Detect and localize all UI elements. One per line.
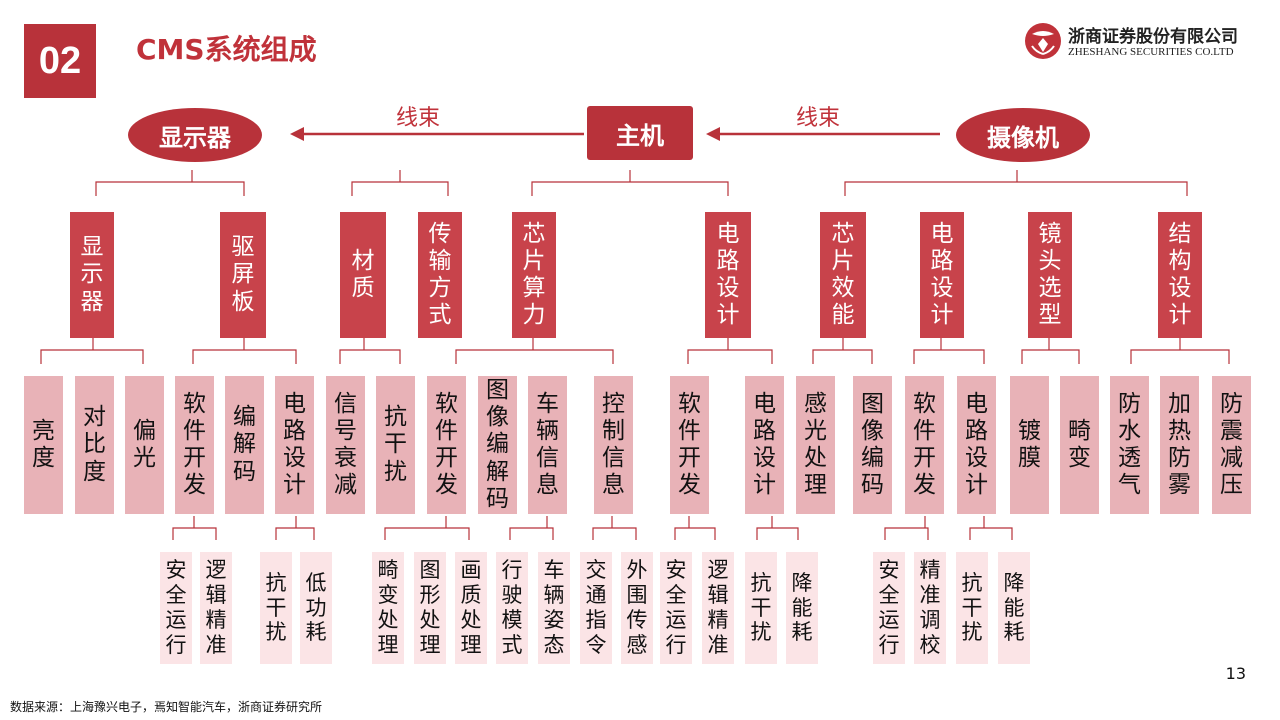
company-logo: 浙商证券股份有限公司 ZHESHANG SECURITIES CO.LTD <box>1024 20 1254 64</box>
display-node: 显示器 <box>128 108 262 162</box>
level2-box: 抗干扰 <box>376 376 415 514</box>
level3-box: 畸变处理 <box>372 552 404 664</box>
level1-box: 芯片算力 <box>512 212 556 338</box>
level2-box: 防震减压 <box>1212 376 1251 514</box>
level3-box: 车辆姿态 <box>538 552 570 664</box>
level2-box: 车辆信息 <box>528 376 567 514</box>
level1-box: 电路设计 <box>920 212 964 338</box>
level3-box: 外围传感 <box>621 552 653 664</box>
level3-box: 图形处理 <box>414 552 446 664</box>
level3-box: 低功耗 <box>300 552 332 664</box>
level1-box: 传输方式 <box>418 212 462 338</box>
level2-box: 图像编解码 <box>478 376 517 514</box>
level2-box: 软件开发 <box>670 376 709 514</box>
level2-box: 控制信息 <box>594 376 633 514</box>
level2-box: 图像编码 <box>853 376 892 514</box>
level1-box: 芯片效能 <box>820 212 866 338</box>
level2-box: 亮度 <box>24 376 63 514</box>
level3-box: 逻辑精准 <box>702 552 734 664</box>
level3-box: 降能耗 <box>786 552 818 664</box>
level2-box: 镀膜 <box>1010 376 1049 514</box>
level3-box: 抗干扰 <box>260 552 292 664</box>
level3-box: 交通指令 <box>580 552 612 664</box>
level3-box: 行驶模式 <box>496 552 528 664</box>
level2-box: 加热防雾 <box>1160 376 1199 514</box>
level2-box: 电路设计 <box>275 376 314 514</box>
logo-emblem-icon <box>1025 23 1061 59</box>
level2-box: 编解码 <box>225 376 264 514</box>
level1-box: 驱屏板 <box>220 212 266 338</box>
level3-box: 安全运行 <box>160 552 192 664</box>
host-node: 主机 <box>587 106 693 160</box>
data-source-note: 数据来源：上海豫兴电子，焉知智能汽车，浙商证券研究所 <box>10 700 323 714</box>
level3-box: 画质处理 <box>455 552 487 664</box>
camera-node: 摄像机 <box>956 108 1090 162</box>
level1-box: 结构设计 <box>1158 212 1202 338</box>
wire-label-left: 线束 <box>396 106 441 131</box>
level1-box: 材质 <box>340 212 386 338</box>
level2-box: 软件开发 <box>427 376 466 514</box>
level2-box: 防水透气 <box>1110 376 1149 514</box>
logo-chinese-name: 浙商证券股份有限公司 <box>1068 27 1238 47</box>
level3-box: 降能耗 <box>998 552 1030 664</box>
page-title: CMS系统组成 <box>136 33 317 66</box>
section-number: 02 <box>24 24 96 98</box>
level1-box: 显示器 <box>70 212 114 338</box>
level3-box: 安全运行 <box>660 552 692 664</box>
wire-label-right: 线束 <box>796 106 841 131</box>
level2-box: 对比度 <box>75 376 114 514</box>
logo-english-name: ZHESHANG SECURITIES CO.LTD <box>1068 46 1234 58</box>
page-number: 13 <box>1225 664 1246 683</box>
level2-box: 信号衰减 <box>326 376 365 514</box>
level2-box: 电路设计 <box>957 376 996 514</box>
level3-box: 抗干扰 <box>956 552 988 664</box>
level2-box: 电路设计 <box>745 376 784 514</box>
level3-box: 安全运行 <box>873 552 905 664</box>
level3-box: 精准调校 <box>914 552 946 664</box>
level2-box: 感光处理 <box>796 376 835 514</box>
level2-box: 偏光 <box>125 376 164 514</box>
level3-box: 逻辑精准 <box>200 552 232 664</box>
level2-box: 软件开发 <box>905 376 944 514</box>
level1-box: 电路设计 <box>705 212 751 338</box>
level2-box: 畸变 <box>1060 376 1099 514</box>
level1-box: 镜头选型 <box>1028 212 1072 338</box>
level3-box: 抗干扰 <box>745 552 777 664</box>
level2-box: 软件开发 <box>175 376 214 514</box>
